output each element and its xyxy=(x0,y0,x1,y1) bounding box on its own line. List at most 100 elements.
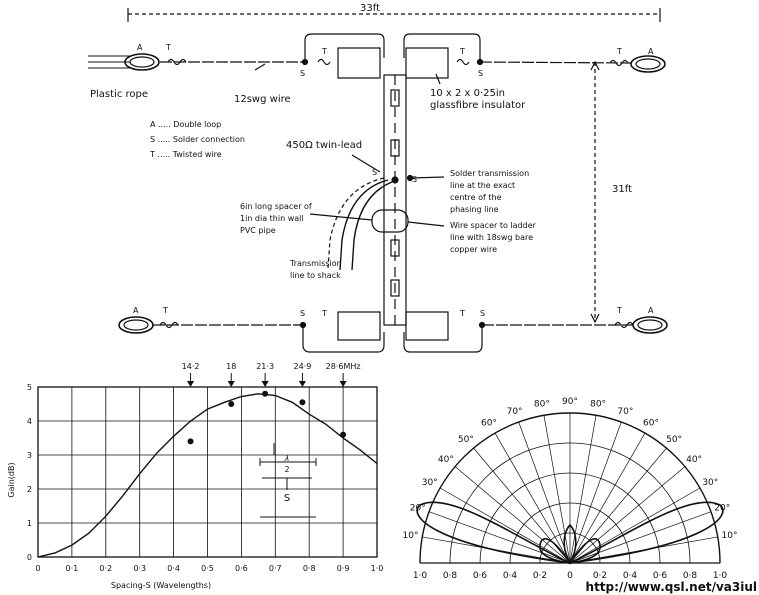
twist-top-right xyxy=(609,59,629,67)
spacer-label-3: PVC pipe xyxy=(240,226,276,235)
gain-xtick-label: 0·3 xyxy=(133,564,146,573)
gain-xtick-label: 0·7 xyxy=(269,564,282,573)
polar-angle-label: 50° xyxy=(458,435,474,445)
polar-angle-label: 10° xyxy=(402,531,418,541)
polar-scale-label: 0·4 xyxy=(503,571,518,581)
top-right-wire-loop xyxy=(403,33,481,62)
tx-label-1: Transmission xyxy=(289,259,342,268)
polar-angle-label: 60° xyxy=(481,419,497,429)
wire-label: 12swg wire xyxy=(234,94,291,105)
gain-xtick-label: 0·4 xyxy=(167,564,180,573)
mark-t-top-mid-left: T xyxy=(321,47,327,56)
top-left-wire-loop xyxy=(304,33,385,62)
tx-label-2: line to shack xyxy=(290,271,341,280)
height-dim-arrow-top xyxy=(590,60,600,71)
polar-scale-label: 1·0 xyxy=(713,571,728,581)
mark-t-bottom-mid-left: T xyxy=(321,309,327,318)
gain-xtick-label: 0·5 xyxy=(201,564,214,573)
legend-s: S ..... Solder connection xyxy=(150,135,245,144)
polar-radial-line xyxy=(518,421,571,564)
ladder-slot-3 xyxy=(390,239,400,257)
polar-radial-line xyxy=(569,415,597,564)
freq-marker-label: 24·9 xyxy=(294,362,312,371)
top-right-insulator xyxy=(405,47,449,79)
polar-radial-line xyxy=(569,466,686,564)
mark-t-bottom-right: T xyxy=(616,306,622,315)
solder-label-2: line at the exact xyxy=(450,181,515,190)
leader-insulator xyxy=(435,73,441,85)
gain-ytick-label: 1 xyxy=(27,519,32,528)
mark-t-top-right: T xyxy=(616,47,622,56)
twist-top-mid-left xyxy=(317,58,331,66)
mark-s-top-right: S xyxy=(478,69,483,78)
polar-scale-label: 0·6 xyxy=(653,571,668,581)
mark-s-center-right: S xyxy=(412,175,417,184)
polar-radial-line xyxy=(494,432,571,564)
insulator-label-1: 10 x 2 x 0·25in xyxy=(430,88,505,99)
tx-line-curve-3 xyxy=(327,177,385,269)
polar-scale-label: 0·2 xyxy=(593,571,607,581)
polar-angle-label: 70° xyxy=(617,407,633,417)
mark-t-bottom-left: T xyxy=(162,306,168,315)
legend-t: T ..... Twisted wire xyxy=(149,150,222,159)
solder-bottom-left xyxy=(299,321,307,329)
leader-wire-spacer xyxy=(407,221,445,227)
gain-data-point xyxy=(228,401,235,407)
solder-top-right xyxy=(476,58,484,66)
polar-scale-label: 0·8 xyxy=(683,571,698,581)
polar-angle-label: 70° xyxy=(507,407,523,417)
gain-xtick-label: 0·1 xyxy=(66,564,79,573)
twist-bottom-left xyxy=(159,321,179,329)
right-main-lobe xyxy=(569,501,724,564)
polar-angle-label: 10° xyxy=(722,531,738,541)
gain-xlabel: Spacing-S (Wavelengths) xyxy=(111,581,211,590)
gain-curve-group xyxy=(37,390,378,558)
freq-marker-label: 21·3 xyxy=(256,362,274,371)
polar-radial-line xyxy=(439,487,571,564)
gain-ylabel: Gain(dB) xyxy=(7,462,16,497)
freq-marker-arrowhead xyxy=(227,380,235,387)
leader-twinlead xyxy=(351,154,381,173)
top-minor-lobe xyxy=(563,523,577,565)
twist-top-mid-right xyxy=(456,58,470,66)
width-label: 33ft xyxy=(360,3,380,14)
freq-marker-arrowhead xyxy=(298,380,306,387)
gain-curve-line xyxy=(37,393,378,558)
mark-a-bottom-left: A xyxy=(133,306,139,315)
gain-xtick-label: 1·0 xyxy=(371,564,384,573)
polar-radial-line xyxy=(569,421,622,564)
inset-lambda: λ xyxy=(284,454,290,463)
ladder-slot-4 xyxy=(390,279,400,297)
ladder-slot-2 xyxy=(390,139,400,157)
polar-scale-label: 0 xyxy=(567,571,573,581)
gain-ytick-label: 4 xyxy=(27,417,32,426)
wire-spacer-label-1: Wire spacer to ladder xyxy=(450,221,537,230)
mark-s-bottom-left: S xyxy=(300,309,305,318)
polar-radial-line xyxy=(428,511,571,564)
source-url: http://www.qsl.net/va3iul xyxy=(586,580,757,594)
leader-solder xyxy=(411,176,445,179)
tx-line-curve-2 xyxy=(351,181,393,271)
spacing-inset xyxy=(259,443,317,518)
polar-radial-line xyxy=(569,487,701,564)
top-wire-right xyxy=(479,61,632,64)
gain-data-point xyxy=(340,431,347,438)
freq-marker-arrowhead xyxy=(187,380,194,387)
polar-scale-label: 0·4 xyxy=(623,571,638,581)
spacer-label-1: 6in long spacer of xyxy=(240,202,312,211)
polar-angle-label: 90° xyxy=(562,397,578,407)
polar-angle-label: 30° xyxy=(702,478,718,488)
polar-radial-line xyxy=(569,511,712,564)
solder-center xyxy=(391,176,399,184)
polar-scale-label: 0·6 xyxy=(473,571,488,581)
freq-marker-label: 18 xyxy=(226,362,236,371)
mark-a-top-right: A xyxy=(648,47,654,56)
bottom-right-insulator xyxy=(405,311,449,341)
mark-t-bottom-mid-right: T xyxy=(459,309,465,318)
polar-scale-label: 0·2 xyxy=(533,571,547,581)
gain-grid xyxy=(37,386,378,558)
mark-a-bottom-right: A xyxy=(648,306,654,315)
